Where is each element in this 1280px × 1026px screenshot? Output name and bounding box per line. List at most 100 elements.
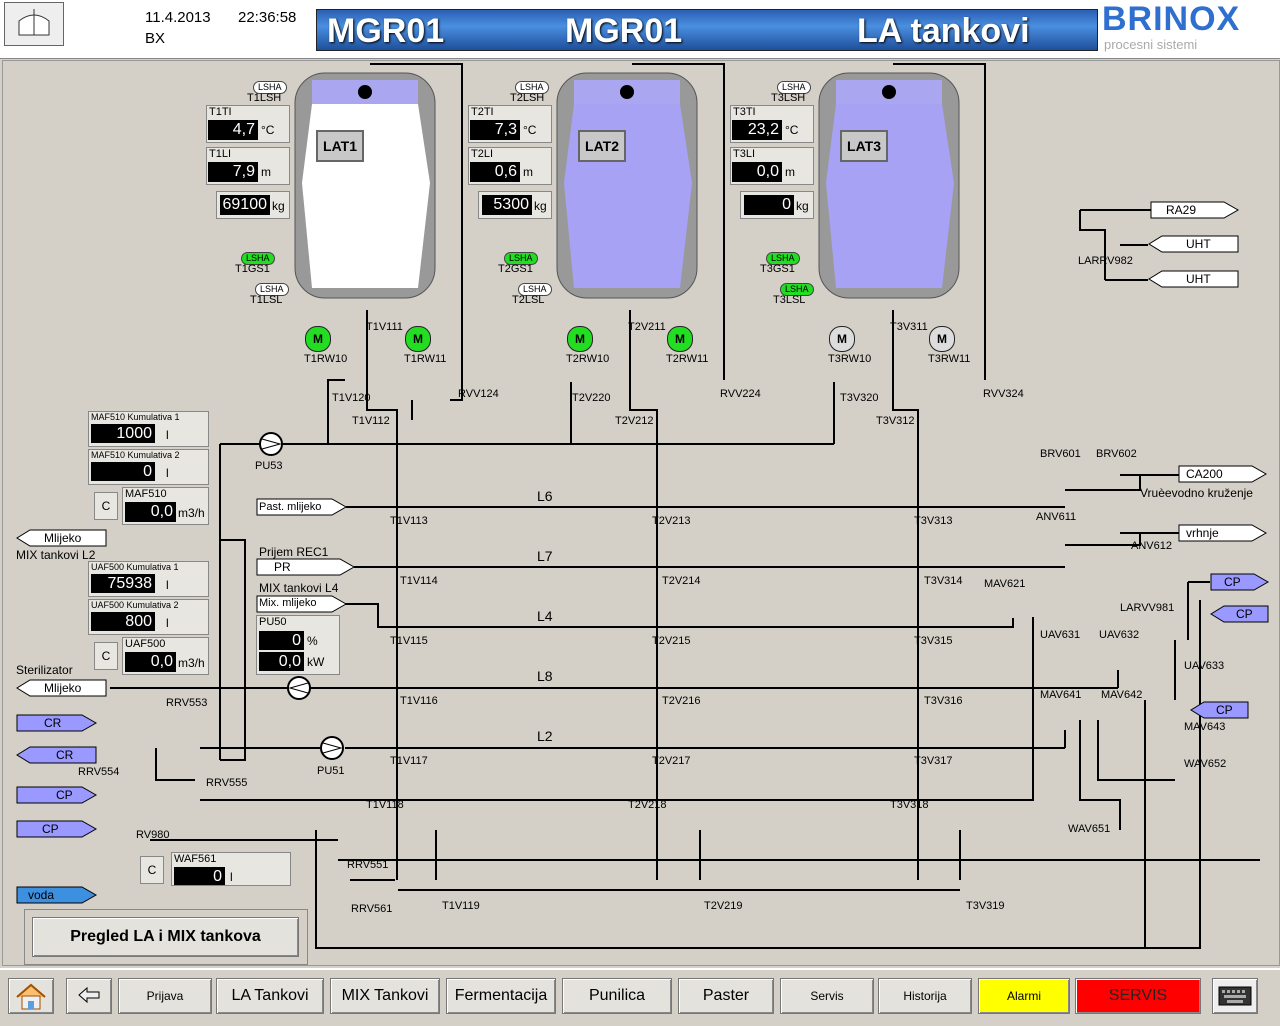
nav-fermentacija[interactable]: Fermentacija <box>446 978 556 1014</box>
t2-rw11-motor[interactable]: M <box>667 326 693 352</box>
t3v318-label[interactable]: T3V318 <box>890 799 929 811</box>
rrv551-label[interactable]: RRV551 <box>347 859 389 871</box>
nav-historija[interactable]: Historija <box>878 978 972 1014</box>
cp5-flow-arrow[interactable] <box>16 820 98 838</box>
t3v317-label[interactable]: T3V317 <box>914 755 953 767</box>
voda-flow-arrow[interactable] <box>16 886 98 904</box>
nav-servis-alarm[interactable]: SERVIS <box>1075 978 1201 1014</box>
nav-mix-tankovi[interactable]: MIX Tankovi <box>330 978 440 1014</box>
t1v112-label[interactable]: T1V112 <box>352 415 390 427</box>
brv601-label[interactable]: BRV601 <box>1040 448 1081 460</box>
mlijeko2-flow-arrow[interactable] <box>16 679 108 697</box>
t1v115-label[interactable]: T1V115 <box>390 635 428 647</box>
uav633-label[interactable]: UAV633 <box>1184 660 1225 672</box>
mlijeko1-flow-arrow[interactable] <box>16 529 108 547</box>
t3-rw10-motor[interactable]: M <box>829 326 855 352</box>
t2v218-label[interactable]: T2V218 <box>628 799 667 811</box>
back-button[interactable] <box>66 978 112 1014</box>
mav621-label[interactable]: MAV621 <box>984 578 1026 590</box>
t1v117-label[interactable]: T1V117 <box>390 755 428 767</box>
cr2-flow-arrow[interactable] <box>16 746 98 764</box>
uav632-label[interactable]: UAV632 <box>1099 629 1140 641</box>
rvv324-label[interactable]: RVV324 <box>983 388 1024 400</box>
t2v212-label[interactable]: T2V212 <box>615 415 654 427</box>
t3v316-label[interactable]: T3V316 <box>924 695 963 707</box>
uht1-flow-arrow[interactable] <box>1148 235 1240 253</box>
plant-icon[interactable] <box>4 2 64 46</box>
tank-lat1-label[interactable]: LAT1 <box>316 130 364 162</box>
t2v213-label[interactable]: T2V213 <box>652 515 691 527</box>
t3v312-label[interactable]: T3V312 <box>876 415 915 427</box>
wav651-label[interactable]: WAV651 <box>1068 823 1111 835</box>
t3v319-label[interactable]: T3V319 <box>966 900 1005 912</box>
t2v216-label[interactable]: T2V216 <box>662 695 701 707</box>
pu50-pump-icon[interactable] <box>286 675 312 701</box>
mav643-label[interactable]: MAV643 <box>1184 721 1226 733</box>
cr1-flow-arrow[interactable] <box>16 714 98 732</box>
t2v217-label[interactable]: T2V217 <box>652 755 691 767</box>
uht2-flow-arrow[interactable] <box>1148 270 1240 288</box>
t1-rw10-motor[interactable]: M <box>305 326 331 352</box>
rrv553-label[interactable]: RRV553 <box>166 697 208 709</box>
rrv554-label[interactable]: RRV554 <box>78 766 120 778</box>
t3v315-label[interactable]: T3V315 <box>914 635 953 647</box>
cp1-flow-arrow[interactable] <box>1210 573 1270 591</box>
t2v215-label[interactable]: T2V215 <box>652 635 691 647</box>
nav-paster[interactable]: Paster <box>678 978 774 1014</box>
t2v214-label[interactable]: T2V214 <box>662 575 701 587</box>
nav-prijava[interactable]: Prijava <box>118 978 212 1014</box>
rrv555-label[interactable]: RRV555 <box>206 777 248 789</box>
pu51-pump-icon[interactable] <box>319 735 345 761</box>
t1v118-label[interactable]: T1V118 <box>366 799 404 811</box>
waf561-c-button[interactable]: C <box>140 856 164 884</box>
mix-mlijeko-arrow[interactable] <box>256 595 348 613</box>
ra29-flow-arrow[interactable] <box>1150 201 1240 219</box>
nav-servis[interactable]: Servis <box>780 978 874 1014</box>
cp4-flow-arrow[interactable] <box>16 786 98 804</box>
wav652-label[interactable]: WAV652 <box>1184 758 1227 770</box>
vrhnje-flow-arrow[interactable] <box>1178 524 1268 542</box>
t1-rw11-motor[interactable]: M <box>405 326 431 352</box>
t1v114-label[interactable]: T1V114 <box>400 575 438 587</box>
larvv981-label[interactable]: LARVV981 <box>1120 602 1175 614</box>
ca200-flow-arrow[interactable] <box>1178 465 1268 483</box>
rv980-label[interactable]: RV980 <box>136 829 170 841</box>
keyboard-button[interactable] <box>1212 978 1258 1014</box>
nav-la-tankovi[interactable]: LA Tankovi <box>216 978 324 1014</box>
pr-flow-arrow[interactable] <box>256 558 356 576</box>
larrv982-label[interactable]: LARRV982 <box>1078 255 1133 267</box>
home-button[interactable] <box>8 978 54 1014</box>
nav-alarmi[interactable]: Alarmi <box>978 978 1070 1014</box>
t2v219-label[interactable]: T2V219 <box>704 900 743 912</box>
anv611-label[interactable]: ANV611 <box>1036 511 1077 523</box>
t3v314-label[interactable]: T3V314 <box>924 575 963 587</box>
t3-rw11-motor[interactable]: M <box>929 326 955 352</box>
mav642-label[interactable]: MAV642 <box>1101 689 1143 701</box>
cp3-flow-arrow[interactable] <box>1190 701 1250 719</box>
t1v116-label[interactable]: T1V116 <box>400 695 438 707</box>
nav-punilica[interactable]: Punilica <box>562 978 672 1014</box>
t1v113-label[interactable]: T1V113 <box>390 515 428 527</box>
t1v119-label[interactable]: T1V119 <box>442 900 480 912</box>
t2-kg-unit: kg <box>534 199 547 213</box>
t1v120-label[interactable]: T1V120 <box>332 392 371 404</box>
rvv224-label[interactable]: RVV224 <box>720 388 761 400</box>
cp2-flow-arrow[interactable] <box>1210 605 1270 623</box>
mav641-label[interactable]: MAV641 <box>1040 689 1082 701</box>
uav631-label[interactable]: UAV631 <box>1040 629 1081 641</box>
maf510-c-button[interactable]: C <box>94 492 118 520</box>
pu53-pump-icon[interactable] <box>258 431 284 457</box>
t2v220-label[interactable]: T2V220 <box>572 392 611 404</box>
overview-button[interactable]: Pregled LA i MIX tankova <box>32 917 299 957</box>
rrv561-label[interactable]: RRV561 <box>351 903 393 915</box>
tank-lat2-label[interactable]: LAT2 <box>578 130 626 162</box>
t2-rw10-motor[interactable]: M <box>567 326 593 352</box>
anv612-label[interactable]: ANV612 <box>1131 540 1172 552</box>
uaf500-c-button[interactable]: C <box>94 642 118 670</box>
past-mlijeko-arrow[interactable] <box>256 498 348 516</box>
rvv124-label[interactable]: RVV124 <box>458 388 499 400</box>
tank-lat3-label[interactable]: LAT3 <box>840 130 888 162</box>
t3v320-label[interactable]: T3V320 <box>840 392 879 404</box>
brv602-label[interactable]: BRV602 <box>1096 448 1137 460</box>
t3v313-label[interactable]: T3V313 <box>914 515 953 527</box>
